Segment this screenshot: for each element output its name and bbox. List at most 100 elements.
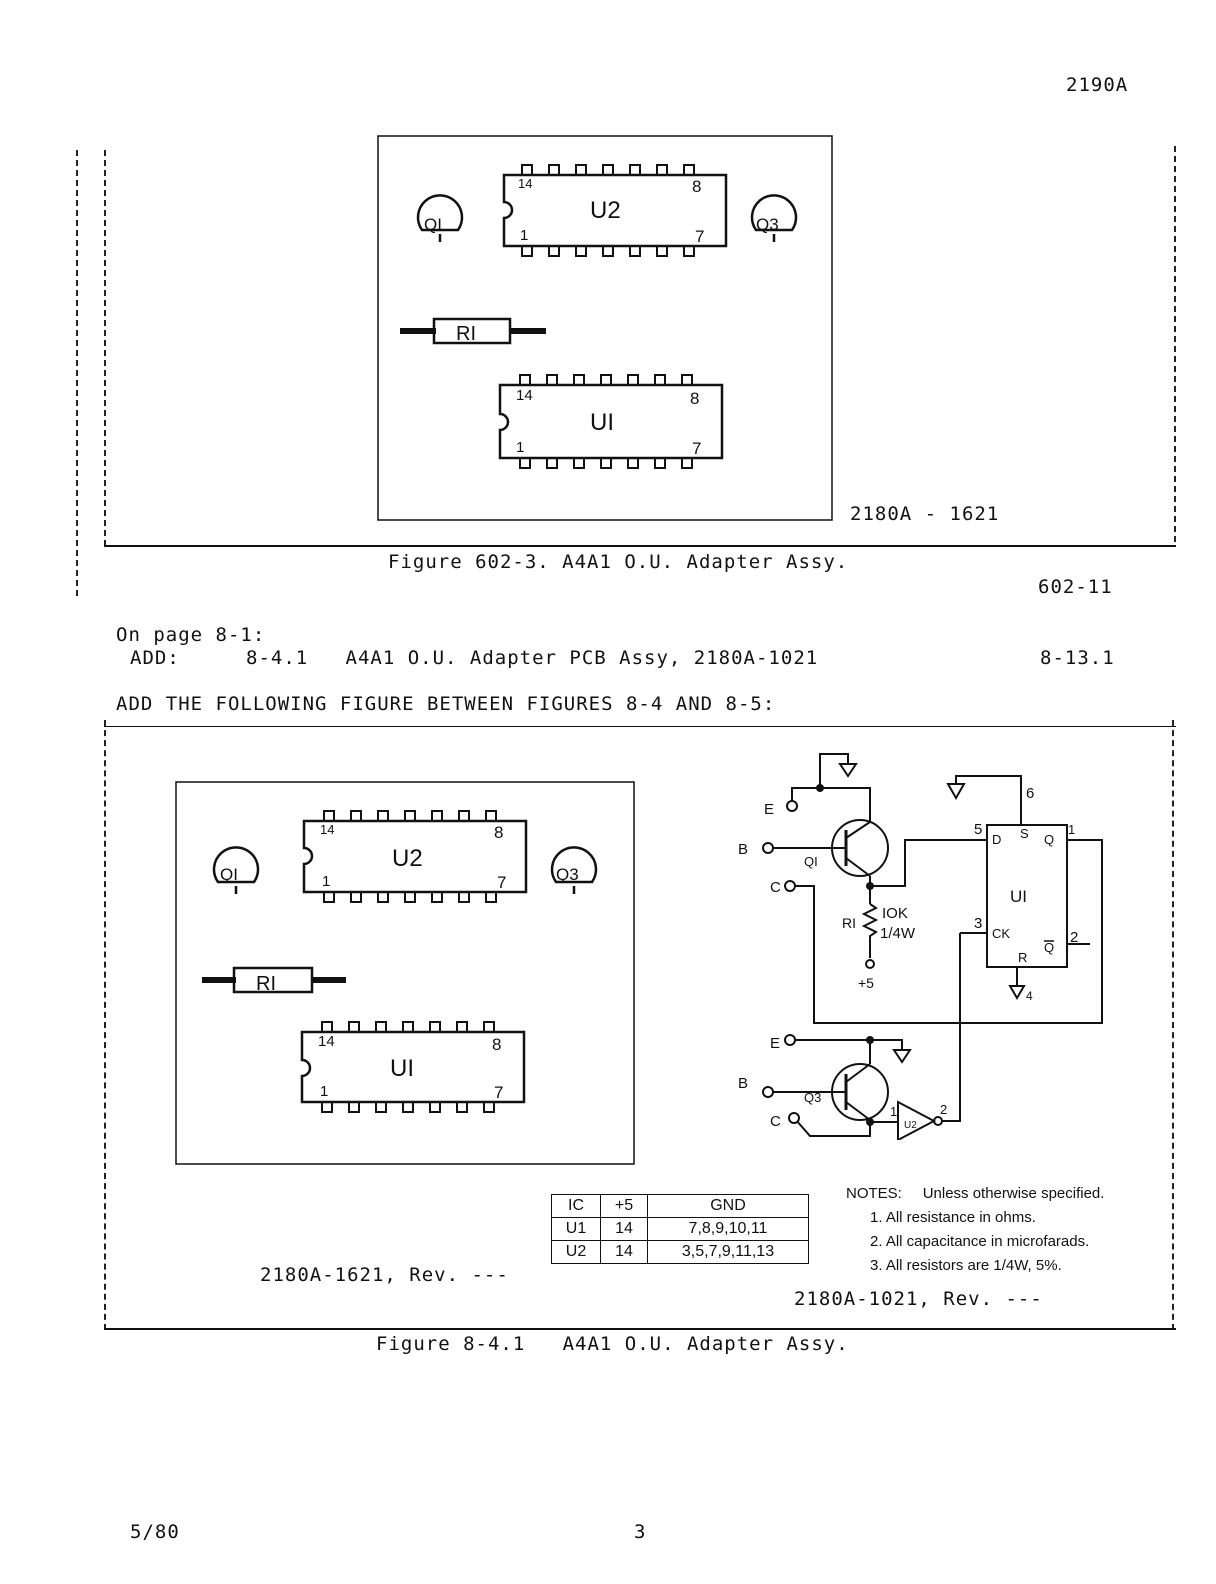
svg-text:7: 7: [692, 439, 701, 458]
svg-text:U2: U2: [904, 1120, 917, 1131]
table-cell: U2: [551, 1240, 601, 1264]
schematic-notes: NOTES: Unless otherwise specified. 1. Al…: [846, 1182, 1166, 1278]
table-header: +5: [600, 1194, 648, 1218]
svg-text:Q: Q: [1044, 832, 1054, 847]
table-cell: 14: [600, 1217, 648, 1241]
change-bar: [1172, 720, 1174, 1330]
figure1-drawing-number: 2180A - 1621: [850, 503, 1000, 525]
svg-text:3: 3: [974, 915, 982, 932]
schematic-drawing-number: 2180A-1021, Rev. ---: [794, 1288, 1043, 1310]
svg-text:2: 2: [1070, 929, 1078, 946]
svg-text:8: 8: [692, 177, 701, 196]
note-item: 3. All resistors are 1/4W, 5%.: [870, 1257, 1062, 1274]
document-number: 2190A: [1066, 74, 1129, 96]
svg-text:CK: CK: [992, 926, 1010, 941]
svg-text:7: 7: [695, 227, 704, 246]
q3-label: Q3: [756, 215, 779, 234]
svg-text:1: 1: [890, 1104, 897, 1119]
figure-rule: [104, 726, 1176, 727]
u2-label: U2: [392, 845, 423, 872]
svg-text:R: R: [1018, 950, 1027, 965]
notes-subtitle: Unless otherwise specified.: [922, 1185, 1105, 1202]
svg-text:4: 4: [1026, 989, 1033, 1003]
svg-text:1: 1: [516, 439, 524, 456]
svg-text:IOK: IOK: [882, 905, 908, 922]
svg-text:E: E: [764, 801, 774, 818]
svg-text:8: 8: [492, 1035, 501, 1054]
svg-text:D: D: [992, 832, 1001, 847]
assy-drawing-number: 2180A-1621, Rev. ---: [260, 1264, 509, 1286]
svg-text:1/4W: 1/4W: [880, 925, 916, 942]
u2-chip: U2 14 8 1 7: [502, 164, 728, 257]
r1-label: RI: [456, 323, 476, 345]
add-label: ADD:: [130, 647, 180, 669]
note-item: 2. All capacitance in microfarads.: [870, 1233, 1090, 1250]
figure1-page-ref: 602-11: [1038, 576, 1113, 598]
svg-text:8: 8: [690, 389, 699, 408]
svg-text:14: 14: [516, 387, 533, 404]
svg-text:RI: RI: [842, 915, 856, 931]
svg-text:8: 8: [494, 823, 503, 842]
table-header: GND: [647, 1194, 809, 1218]
svg-text:E: E: [770, 1035, 780, 1052]
q3-label: Q3: [556, 865, 579, 884]
on-page-instruction: On page 8-1:: [116, 624, 266, 646]
table-header: IC: [551, 1194, 601, 1218]
svg-text:Q3: Q3: [804, 1090, 821, 1105]
r1-resistor: [400, 317, 546, 345]
svg-text:UI: UI: [1010, 887, 1027, 906]
svg-text:14: 14: [320, 822, 334, 837]
svg-text:1: 1: [520, 227, 528, 244]
u1-label: UI: [390, 1055, 414, 1082]
table-row: U1 14 7,8,9,10,11: [551, 1217, 809, 1241]
notes-title: NOTES:: [846, 1185, 902, 1202]
svg-text:1: 1: [320, 1083, 328, 1100]
q1-label: QI: [220, 865, 238, 884]
figure1-caption: Figure 602-3. A4A1 O.U. Adapter Assy.: [388, 551, 849, 573]
r1-label: RI: [256, 973, 276, 995]
figure-rule: [104, 1328, 1176, 1330]
change-bar: [104, 720, 106, 1330]
note-item: 1. All resistance in ohms.: [870, 1209, 1036, 1226]
figure-rule: [104, 545, 1176, 547]
add-item-page: 8-13.1: [1040, 647, 1115, 669]
svg-text:C: C: [770, 879, 781, 896]
svg-text:6: 6: [1026, 785, 1034, 802]
table-row: U2 14 3,5,7,9,11,13: [551, 1240, 809, 1264]
figure2-caption: Figure 8-4.1 A4A1 O.U. Adapter Assy.: [376, 1333, 849, 1355]
svg-text:7: 7: [494, 1083, 503, 1102]
figure2-schematic: E B C QI RI IOK 1/4W +5 5 6 1 3 2 4 D S …: [738, 753, 1103, 1140]
q1-transistor: [416, 194, 464, 242]
svg-text:B: B: [738, 1075, 748, 1092]
svg-text:7: 7: [497, 873, 506, 892]
ic-power-table: IC +5 GND U1 14 7,8,9,10,11 U2 14 3,5,7,…: [551, 1194, 809, 1264]
svg-text:14: 14: [318, 1033, 335, 1050]
figure2-board-drawing: U2 14 8 1 7 QI Q3 RI UI 14 8 1 7: [175, 781, 635, 1165]
svg-text:S: S: [1020, 826, 1029, 841]
footer-date: 5/80: [130, 1521, 180, 1543]
add-item: 8-4.1 A4A1 O.U. Adapter PCB Assy, 2180A-…: [246, 647, 819, 669]
svg-text:B: B: [738, 841, 748, 858]
change-bar: [1174, 146, 1176, 542]
svg-text:Q: Q: [1044, 940, 1054, 955]
u1-chip: UI 14 8 1 7: [498, 374, 724, 469]
svg-text:1: 1: [1068, 822, 1075, 837]
table-cell: 14: [600, 1240, 648, 1264]
svg-text:1: 1: [322, 873, 330, 890]
svg-text:C: C: [770, 1113, 781, 1130]
svg-text:2: 2: [940, 1102, 947, 1117]
table-header-row: IC +5 GND: [551, 1194, 809, 1218]
change-bar: [76, 150, 78, 596]
svg-text:14: 14: [518, 176, 532, 191]
change-bar: [104, 150, 106, 546]
page-number: 3: [634, 1521, 647, 1543]
svg-text:5: 5: [974, 821, 982, 838]
table-cell: 3,5,7,9,11,13: [647, 1240, 809, 1264]
q3-transistor: [750, 194, 798, 242]
svg-text:QI: QI: [804, 854, 818, 869]
table-cell: U1: [551, 1217, 601, 1241]
svg-text:+5: +5: [858, 975, 874, 991]
u2-label: U2: [590, 197, 621, 224]
table-cell: 7,8,9,10,11: [647, 1217, 809, 1241]
q1-label: QI: [424, 215, 442, 234]
